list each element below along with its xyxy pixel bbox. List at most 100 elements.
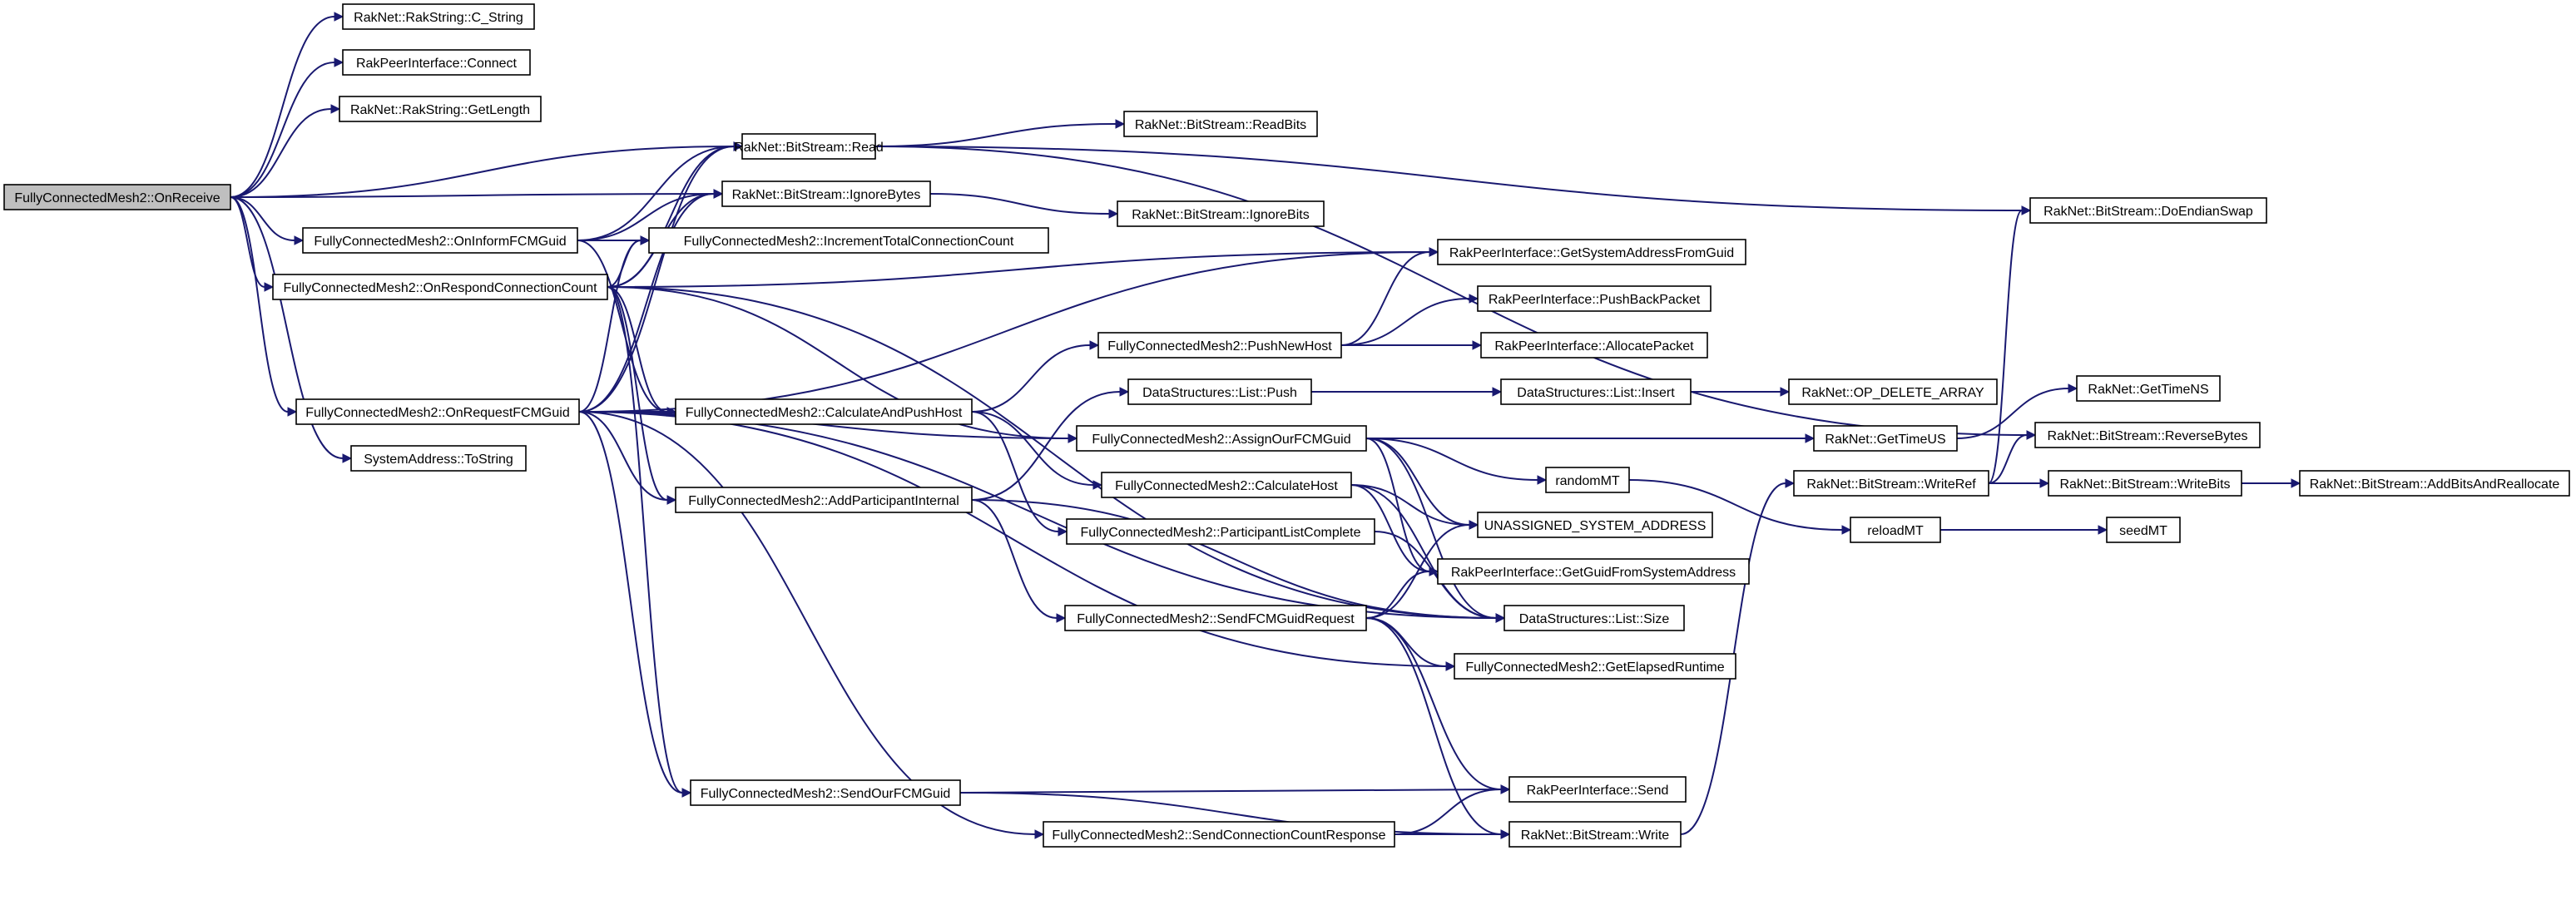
edge-ignore-bytes-to-ignore-bits (929, 193, 1110, 215)
node-alloc-packet[interactable]: RakPeerInterface::AllocatePacket (1480, 332, 1708, 359)
node-label: RakPeerInterface::Connect (356, 57, 518, 71)
edge-on-request-to-ignore-bytes (578, 193, 715, 413)
node-list-push[interactable]: DataStructures::List::Push (1127, 378, 1312, 405)
node-c-string[interactable]: RakNet::RakString::C_String (342, 3, 535, 30)
edge-assign-our-to-get-guid (1365, 438, 1430, 572)
node-connect[interactable]: RakPeerInterface::Connect (342, 49, 531, 76)
node-box (2106, 517, 2181, 543)
node-box (1813, 425, 1958, 452)
edge-arrowhead (1841, 525, 1852, 535)
edge-arrowhead (1780, 387, 1791, 397)
node-label: RakNet::BitStream::ReverseBytes (2048, 429, 2248, 443)
node-label: reloadMT (1867, 524, 1924, 538)
edge-send-our-to-send (959, 789, 1502, 794)
node-send-our[interactable]: FullyConnectedMesh2::SendOurFCMGuid (690, 779, 961, 806)
node-box (1545, 467, 1630, 493)
edge-on-respond-to-get-sys-addr (607, 251, 1430, 288)
node-inc-total[interactable]: FullyConnectedMesh2::IncrementTotalConne… (648, 227, 1049, 254)
node-label: FullyConnectedMesh2::SendOurFCMGuid (701, 787, 951, 801)
node-get-guid[interactable]: RakPeerInterface::GetGuidFromSystemAddre… (1437, 558, 1750, 585)
edge-write-ref-to-reverse-bytes (1988, 434, 2028, 484)
node-box (1076, 425, 1367, 452)
edge-on-respond-to-read (607, 146, 735, 288)
node-label: FullyConnectedMesh2::OnInformFCMGuid (314, 235, 566, 249)
node-reload-mt[interactable]: reloadMT (1850, 517, 1941, 543)
edge-on-respond-to-add-part (607, 286, 668, 501)
edge-arrowhead (1089, 340, 1100, 350)
edge-on-receive-to-c-string (230, 16, 335, 198)
node-label: RakPeerInterface::GetGuidFromSystemAddre… (1451, 566, 1736, 580)
node-label: RakNet::BitStream::AddBitsAndReallocate (2310, 477, 2560, 492)
edge-on-inform-to-calc-push (577, 240, 668, 413)
edge-arrowhead (2291, 478, 2301, 488)
node-label: FullyConnectedMesh2::AssignOurFCMGuid (1092, 433, 1350, 447)
node-add-part[interactable]: FullyConnectedMesh2::AddParticipantInter… (675, 487, 973, 513)
edge-on-inform-to-ignore-bytes (577, 193, 715, 241)
node-get-length[interactable]: RakNet::RakString::GetLength (339, 96, 542, 122)
edge-send-req-to-get-guid (1365, 571, 1430, 619)
node-label: DataStructures::List::Push (1142, 386, 1297, 400)
edge-arrowhead (733, 141, 744, 151)
node-seed-mt[interactable]: seedMT (2106, 517, 2181, 543)
edge-on-receive-to-on-respond (230, 196, 265, 288)
node-label: RakPeerInterface::AllocatePacket (1494, 339, 1694, 354)
node-ignore-bits[interactable]: RakNet::BitStream::IgnoreBits (1117, 200, 1325, 227)
node-on-inform[interactable]: FullyConnectedMesh2::OnInformFCMGuid (302, 227, 578, 254)
node-send-req[interactable]: FullyConnectedMesh2::SendFCMGuidRequest (1064, 605, 1367, 631)
node-op-delete[interactable]: RakNet::OP_DELETE_ARRAY (1788, 378, 1998, 405)
node-add-bits[interactable]: RakNet::BitStream::AddBitsAndReallocate (2299, 470, 2570, 497)
edge-arrowhead (1119, 387, 1130, 397)
edge-arrowhead (334, 12, 344, 22)
node-write-ref[interactable]: RakNet::BitStream::WriteRef (1793, 470, 1989, 497)
node-reverse-bytes[interactable]: RakNet::BitStream::ReverseBytes (2034, 422, 2261, 448)
edge-arrowhead (1492, 387, 1503, 397)
node-box (1117, 200, 1325, 227)
node-get-sys-addr[interactable]: RakPeerInterface::GetSystemAddressFromGu… (1437, 239, 1746, 265)
edge-arrowhead (2068, 383, 2078, 393)
node-read[interactable]: RakNet::BitStream::Read (734, 133, 884, 160)
edge-part-complete-to-list-size (1374, 531, 1497, 619)
node-label: FullyConnectedMesh2::PushNewHost (1107, 339, 1332, 354)
node-box (741, 133, 876, 160)
node-get-time-ns[interactable]: RakNet::GetTimeNS (2076, 375, 2221, 402)
node-get-time-us[interactable]: RakNet::GetTimeUS (1813, 425, 1958, 452)
node-push-new-host[interactable]: FullyConnectedMesh2::PushNewHost (1097, 332, 1342, 359)
node-random-mt[interactable]: randomMT (1545, 467, 1630, 493)
node-assign-our[interactable]: FullyConnectedMesh2::AssignOurFCMGuid (1076, 425, 1367, 452)
edge-arrowhead (334, 57, 344, 67)
node-label: RakNet::BitStream::Write (1521, 828, 1670, 843)
node-label: RakPeerInterface::GetSystemAddressFromGu… (1449, 246, 1734, 260)
node-calc-host[interactable]: FullyConnectedMesh2::CalculateHost (1101, 472, 1352, 498)
node-to-string[interactable]: SystemAddress::ToString (350, 445, 527, 472)
edge-arrowhead (2039, 478, 2050, 488)
edge-add-part-to-list-size (971, 499, 1497, 619)
node-unassigned[interactable]: UNASSIGNED_SYSTEM_ADDRESS (1477, 512, 1713, 538)
node-label: DataStructures::List::Size (1519, 612, 1670, 626)
node-label: FullyConnectedMesh2::ParticipantListComp… (1080, 526, 1360, 540)
node-on-receive[interactable]: FullyConnectedMesh2::OnReceive (3, 184, 231, 210)
node-box (1066, 518, 1375, 545)
node-box (339, 96, 542, 122)
edge-arrowhead (2026, 430, 2037, 440)
node-ignore-bytes[interactable]: RakNet::BitStream::IgnoreBytes (721, 181, 931, 207)
node-on-request[interactable]: FullyConnectedMesh2::OnRequestFCMGuid (295, 398, 580, 425)
node-label: RakNet::RakString::GetLength (350, 103, 530, 117)
node-push-back[interactable]: RakPeerInterface::PushBackPacket (1477, 285, 1712, 312)
node-part-complete[interactable]: FullyConnectedMesh2::ParticipantListComp… (1066, 518, 1375, 545)
edge-calc-host-to-get-guid (1350, 484, 1430, 572)
node-send[interactable]: RakPeerInterface::Send (1508, 776, 1687, 803)
node-write-bits[interactable]: RakNet::BitStream::WriteBits (2048, 470, 2242, 497)
node-calc-push[interactable]: FullyConnectedMesh2::CalculateAndPushHos… (675, 398, 973, 425)
node-list-size[interactable]: DataStructures::List::Size (1503, 605, 1685, 631)
node-write[interactable]: RakNet::BitStream::Write (1508, 821, 1682, 848)
node-label: RakPeerInterface::PushBackPacket (1489, 293, 1701, 307)
node-send-count[interactable]: FullyConnectedMesh2::SendConnectionCount… (1043, 821, 1395, 848)
node-read-bits[interactable]: RakNet::BitStream::ReadBits (1123, 111, 1318, 137)
node-do-endian[interactable]: RakNet::BitStream::DoEndianSwap (2029, 197, 2267, 224)
node-on-respond[interactable]: FullyConnectedMesh2::OnRespondConnection… (272, 274, 608, 300)
node-elapsed[interactable]: FullyConnectedMesh2::GetElapsedRuntime (1454, 653, 1736, 680)
node-list-insert[interactable]: DataStructures::List::Insert (1500, 378, 1692, 405)
edge-calc-push-to-push-new-host (971, 344, 1091, 413)
edge-send-req-to-unassigned (1365, 524, 1470, 619)
node-box (1508, 776, 1687, 803)
